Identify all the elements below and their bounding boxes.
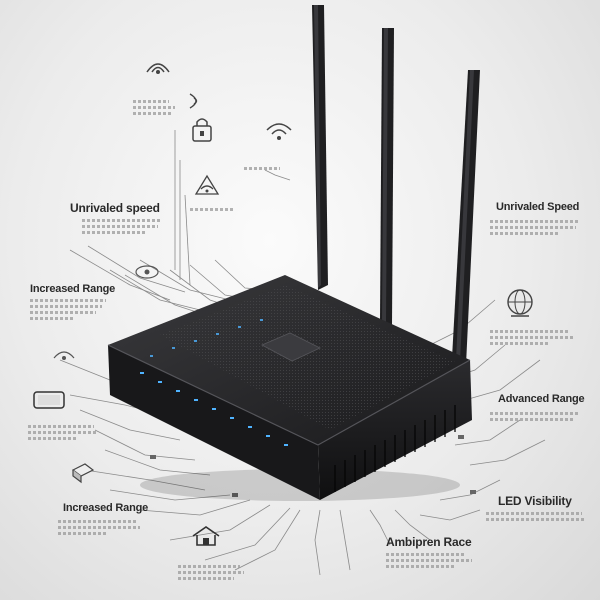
heading-ambipren-race: Ambipren Race (386, 535, 472, 549)
usb-icon (71, 463, 95, 484)
fine-print-top-mid (190, 208, 234, 214)
heading-unrivaled-speed-right: Unrivaled Speed (496, 201, 580, 213)
fine-print-speed-right (490, 220, 582, 238)
heading-unrivaled-speed-left: Unrivaled speed (70, 201, 160, 215)
smartphone-icon (33, 391, 65, 409)
led-indicators (140, 319, 288, 446)
wifi-router-icon (146, 63, 170, 74)
antenna-right (452, 70, 480, 365)
router-body (107, 275, 472, 501)
fine-print-globe (490, 330, 574, 348)
fine-print-phone (28, 425, 98, 443)
heading-led-visibility: LED Visibility (498, 494, 572, 508)
house-icon (192, 526, 220, 546)
connector-lines-left (59, 130, 301, 571)
fine-print-top-left (133, 100, 175, 118)
wifi-signal-icon (189, 93, 198, 109)
fine-print-advanced-range (490, 412, 582, 424)
heading-increased-range-upper: Increased Range (30, 283, 116, 295)
signal-node-icon (53, 351, 75, 360)
fine-print-range-lower (58, 520, 140, 538)
wifi-icon (266, 123, 292, 140)
connector-lines-right (264, 169, 546, 576)
padlock-icon (192, 118, 212, 142)
wifi-badge-icon (194, 174, 220, 195)
antenna-middle (380, 28, 394, 325)
fine-print-range-upper (30, 299, 108, 323)
fine-print-speed-left (82, 219, 162, 237)
heading-advanced-range: Advanced Range (498, 393, 585, 405)
antenna-node-icon (135, 265, 159, 279)
fine-print-house (178, 565, 244, 583)
fine-print-led (486, 512, 584, 524)
heading-increased-range-lower: Increased Range (63, 502, 149, 514)
antenna-left (312, 5, 328, 290)
fine-print-ambipren (386, 553, 472, 571)
globe-icon (507, 289, 533, 317)
fine-print-top-center (244, 167, 280, 173)
